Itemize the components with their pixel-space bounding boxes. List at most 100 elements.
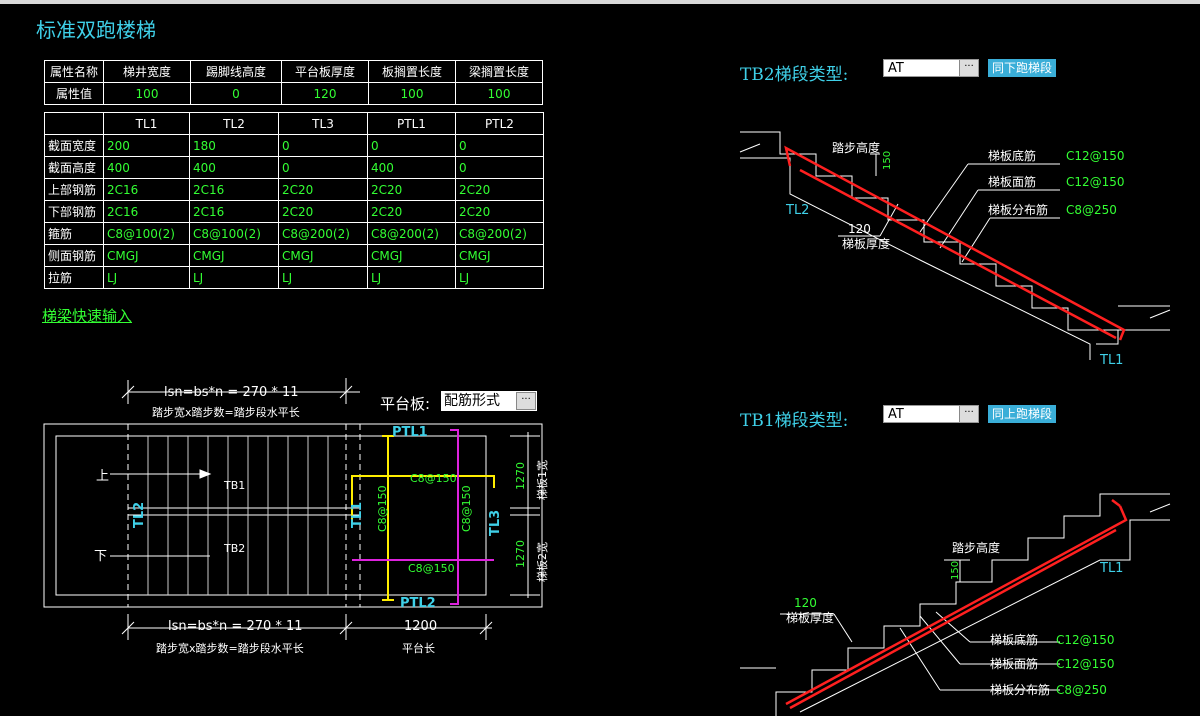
prop-value-4[interactable]: 100 [455,82,543,105]
beam-row-6: 拉筋 LJ LJ LJ LJ LJ [44,266,544,289]
width2-value: 1270 [514,540,527,568]
beam-header-row: TL1 TL2 TL3 PTL1 PTL2 [44,112,544,135]
tb2-thickness-value: 120 [848,222,871,236]
beam-cell[interactable]: LJ [455,266,544,289]
rebar-right-label: C8@150 [460,485,473,532]
tb1-tl-right: TL1 [1099,561,1123,576]
tb1-thickness-value: 120 [794,596,817,610]
tb2-type-value: AT [888,61,904,76]
tl3-plan-label: TL3 [488,510,503,536]
tl2-plan-label: TL2 [132,502,147,528]
dim-slash [339,385,353,399]
tb2-plan-label: TB2 [223,542,245,555]
beam-cell[interactable]: 2C20 [367,200,456,223]
beam-cell[interactable]: 2C16 [103,200,190,223]
property-table: 属性名称 梯井宽度 踢脚线高度 平台板厚度 板搁置长度 梁搁置长度 属性值 10… [44,60,543,105]
plan-outline [43,423,543,608]
up-label: 上 [96,469,109,484]
tb1-top-bar-value: C12@150 [1056,657,1115,671]
ptl1-plan-label: PTL1 [392,425,428,440]
dim-bottom-text: lsn=bs*n = 270 * 11 [168,619,303,634]
beam-table: TL1 TL2 TL3 PTL1 PTL2 截面宽度 200 180 0 0 0… [44,112,544,289]
prop-header-1: 梯井宽度 [103,60,191,83]
beam-col-ptl2: PTL2 [455,112,544,135]
rebar-left-label: C8@150 [376,485,389,532]
tb2-step-value: 150 [882,151,893,170]
prop-header-5: 梁搁置长度 [455,60,543,83]
tb2-dist-bar-label: 梯板分布筋 [988,202,1048,217]
same-as-upper-button[interactable]: 同上跑梯段 [988,405,1057,423]
yellow-rebar [351,435,495,601]
page-title: 标准双跑楼梯 [36,18,156,42]
tb1-bottom-bar-value: C12@150 [1056,633,1115,647]
tb2-thickness-label: 梯板厚度 [842,236,890,251]
same-as-lower-button[interactable]: 同下跑梯段 [988,59,1057,77]
tb1-thickness-label: 梯板厚度 [786,610,834,625]
prop-row-label: 属性值 [44,82,104,105]
tb1-rebar [785,499,1128,710]
magenta-rebar [352,429,494,605]
platform-option: 配筋形式 [444,393,500,409]
prop-value-3[interactable]: 100 [368,82,456,105]
rebar-top-label: C8@150 [410,472,457,485]
tb2-type-select[interactable]: AT ··· [883,59,979,77]
ptl2-plan-label: PTL2 [400,596,436,611]
tb1-step-value: 150 [950,561,961,580]
quick-input-link[interactable]: 梯梁快速输入 [42,307,133,325]
platform-label: 平台板: [380,395,431,413]
tb2-dist-bar-value: C8@250 [1066,203,1117,217]
tb1-type-label: TB1梯段类型: [740,411,849,431]
beam-row-4: 箍筋 C8@100(2) C8@100(2) C8@200(2) C8@200(… [44,222,544,245]
tb2-section [739,131,1171,360]
tl1-plan-label: TL1 [350,502,365,528]
tb1-plan-label: TB1 [223,479,245,492]
tb2-top-bar-value: C12@150 [1066,175,1125,189]
tb2-type-label: TB2梯段类型: [740,65,849,85]
tb1-bottom-bar-label: 梯板底筋 [990,632,1038,647]
tb2-step-height-label: 踏步高度 [832,140,880,155]
tb1-type-select[interactable]: AT··· [883,405,979,423]
dim-top-text: lsn=bs*n = 270 * 11 [164,385,299,400]
width2-label: 梯板2宽 [535,542,549,582]
tb1-dist-bar-value: C8@250 [1056,683,1107,697]
tb2-bottom-bar-value: C12@150 [1066,149,1125,163]
tb1-step-height-label: 踏步高度 [952,540,1000,555]
beam-cell[interactable]: 2C16 [189,200,279,223]
down-label: 下 [94,549,107,564]
beam-cell[interactable]: CMGJ [367,244,456,267]
property-value-row: 属性值 100 0 120 100 100 [44,82,543,105]
stair-plan [43,378,543,640]
tb2-tl-right: TL1 [1099,353,1123,368]
width1-label: 梯板1宽 [535,460,549,500]
tb2-rebar [784,145,1126,341]
dim-bottom-sub: 踏步宽x踏步数=踏步段水平长 [156,641,304,655]
ellipsis-icon[interactable]: ··· [516,392,536,410]
beam-col-ptl1: PTL1 [367,112,456,135]
beam-cell[interactable]: 2C20 [455,178,544,201]
beam-cell[interactable]: C8@200(2) [455,222,544,245]
ellipsis-icon[interactable]: ··· [959,60,978,76]
beam-row-label: 截面宽度 [44,134,104,157]
prop-value-2[interactable]: 120 [281,82,369,105]
tb1-top-bar-label: 梯板面筋 [990,656,1038,671]
beam-row-label: 截面高度 [44,156,104,179]
platform-length-value: 1200 [404,619,437,634]
tb2-top-bar-label: 梯板面筋 [988,174,1036,189]
prop-value-0[interactable]: 100 [103,82,191,105]
tb1-dist-bar-label: 梯板分布筋 [990,682,1050,697]
treads [147,436,329,595]
plan-inner-outline [55,435,487,596]
window-top-bar [0,0,1200,4]
beam-row-label: 侧面钢筋 [44,244,104,267]
width1-value: 1270 [514,462,527,490]
tb1-section [740,493,1171,716]
beam-row-3: 下部钢筋 2C16 2C16 2C20 2C20 2C20 [44,200,544,223]
ellipsis-icon[interactable]: ··· [959,406,978,422]
beam-cell[interactable]: 2C16 [103,178,190,201]
dim-slash [121,385,135,399]
tb2-tl-left: TL2 [785,203,809,218]
platform-select[interactable]: 配筋形式 ··· [441,391,537,411]
tb2-bottom-bar-label: 梯板底筋 [988,148,1036,163]
beam-row-0: 截面宽度 200 180 0 0 0 [44,134,544,157]
